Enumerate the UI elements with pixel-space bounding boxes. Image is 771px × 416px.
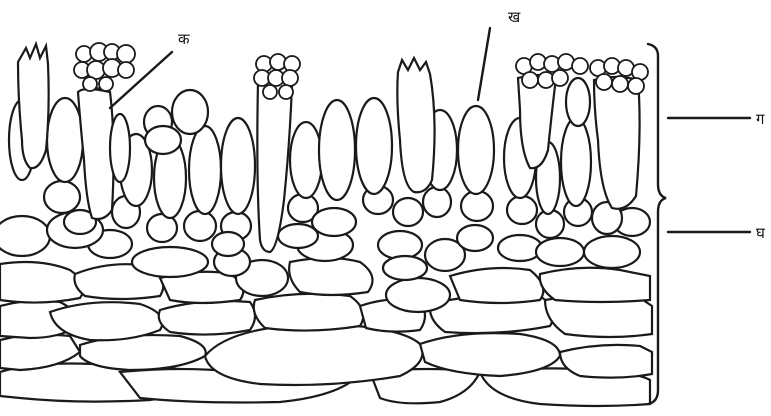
pointer-line-kha — [478, 28, 490, 100]
label-gha: घ — [756, 224, 766, 242]
label-ka: क — [178, 30, 190, 48]
label-ga: ग — [756, 110, 765, 128]
label-kha: ख — [508, 8, 521, 26]
spore-clusters — [74, 43, 648, 99]
